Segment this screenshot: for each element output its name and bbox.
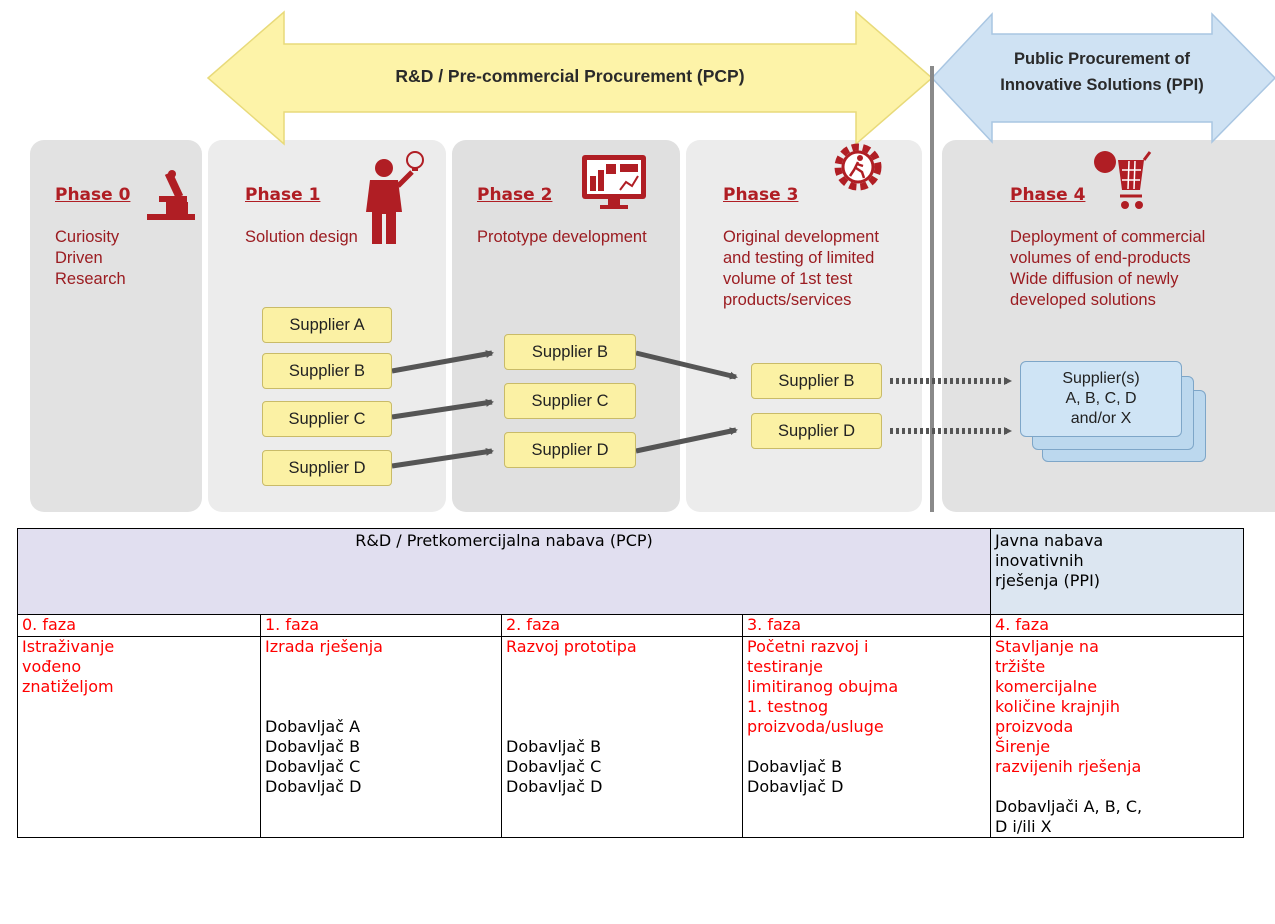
desc-line: products/services (723, 291, 852, 309)
cell-supplier-line: Dobavljač D (265, 777, 362, 796)
cell-red-line: testiranje (747, 657, 823, 676)
supplier-card-front: Supplier(s) A, B, C, D and/or X (1020, 361, 1182, 437)
cell-supplier-line: Dobavljač B (265, 737, 361, 756)
desc-line: developed solutions (1010, 291, 1156, 309)
faza-2: 2. faza (501, 614, 743, 637)
cell-supplier-line: Dobavljač D (747, 777, 844, 796)
flow-arrow-b2-b3 (635, 350, 738, 380)
cell-red-line: komercijalne (995, 677, 1098, 696)
card-line: Supplier(s) (1062, 370, 1140, 387)
card-line: A, B, C, D (1065, 390, 1137, 407)
phase-0-desc: Curiosity Driven Research (55, 227, 126, 290)
phase1-supplier-a: Supplier A (262, 307, 392, 343)
phase-3-desc: Original development and testing of limi… (723, 227, 879, 311)
phase3-supplier-d: Supplier D (751, 413, 882, 449)
flow-arrow-c1-c2 (391, 398, 494, 420)
phase1-supplier-d: Supplier D (262, 450, 392, 486)
cell-red-line: Širenje (995, 737, 1051, 756)
cell-red-line: Stavljanje na (995, 637, 1099, 656)
cell-red-line: Izrada rješenja (265, 637, 383, 656)
phase-1-desc: Solution design (245, 227, 358, 248)
desc-line: Driven (55, 249, 103, 267)
cell-red-line: količine krajnjih (995, 697, 1120, 716)
phase2-supplier-b: Supplier B (504, 334, 636, 370)
cell-red-line: limitiranog obujma (747, 677, 899, 696)
desc-line: Solution design (245, 228, 358, 246)
desc-line: Wide diffusion of newly (1010, 270, 1179, 288)
table-header-ppi: Javna nabava inovativnih rješenja (PPI) (990, 528, 1245, 615)
phase-2-desc: Prototype development (477, 227, 647, 248)
faza-4-cell: Stavljanje na tržište komercijalne količ… (990, 636, 1245, 838)
phase-1-title: Phase 1 (245, 185, 321, 205)
phase2-supplier-d: Supplier D (504, 432, 636, 468)
phase-2-title: Phase 2 (477, 185, 553, 205)
cell-red-line: proizvoda (995, 717, 1074, 736)
cell-supplier-line: Dobavljači A, B, C, (995, 797, 1143, 816)
desc-line: and testing of limited (723, 249, 875, 267)
cell-supplier-line: Dobavljač C (506, 757, 602, 776)
phase-translation-table: R&D / Pretkomercijalna nabava (PCP) Javn… (16, 528, 1245, 838)
procurement-phases-diagram: R&D / Pre-commercial Procurement (PCP) P… (30, 10, 1275, 512)
cell-supplier-line: Dobavljač A (265, 717, 361, 736)
cell-supplier-line: D i/ili X (995, 817, 1052, 836)
cell-red-line: vođeno (22, 657, 82, 676)
microscope-icon (147, 170, 195, 220)
cell-supplier-line: Dobavljač D (506, 777, 603, 796)
cell-red-line: Početni razvoj i (747, 637, 869, 656)
cell-red-line: razvijenih rješenja (995, 757, 1142, 776)
flow-arrow-d2-d3 (635, 427, 738, 454)
ppi-label-line: Public Procurement of (1013, 50, 1191, 68)
faza-0-cell: Istraživanje vođeno znatiželjom (17, 636, 261, 838)
cell-red-line: proizvoda/usluge (747, 717, 884, 736)
card-line: and/or X (1070, 410, 1132, 427)
faza-3: 3. faza (741, 614, 992, 637)
cell-red-line: 1. testnog (747, 697, 829, 716)
cell-red-line: tržište (995, 657, 1046, 676)
phase-3-panel (686, 140, 922, 512)
phase-4-title: Phase 4 (1010, 185, 1086, 205)
cell-supplier-line: Dobavljač C (265, 757, 361, 776)
diagram-graphics (147, 10, 1275, 512)
phase1-supplier-b: Supplier B (262, 353, 392, 389)
flow-arrow-b1-b2 (391, 350, 494, 374)
monitor-chart-icon (582, 155, 646, 209)
phase3-supplier-b: Supplier B (751, 363, 882, 399)
cell-supplier-line: Dobavljač B (747, 757, 843, 776)
pcp-arrow-label: R&D / Pre-commercial Procurement (PCP) (395, 66, 745, 86)
desc-line: Research (55, 270, 126, 288)
ppi-arrow-label: Public Procurement of Innovative Solutio… (990, 46, 1214, 98)
faza-3-cell: Početni razvoj i testiranje limitiranog … (741, 636, 992, 838)
faza-1: 1. faza (260, 614, 502, 637)
phase-3-title: Phase 3 (723, 185, 799, 205)
phase-4-desc: Deployment of commercial volumes of end-… (1010, 227, 1205, 311)
flow-arrow-d1-d2 (391, 447, 494, 469)
cell-red-line: Istraživanje (22, 637, 115, 656)
header-line: inovativnih (995, 551, 1084, 570)
gear-person-icon (834, 143, 882, 191)
desc-line: Prototype development (477, 228, 647, 246)
phase-0-title: Phase 0 (55, 185, 131, 205)
faza-2-cell: Razvoj prototipa Dobavljač B Dobavljač C… (501, 636, 743, 838)
desc-line: volume of 1st test (723, 270, 853, 288)
cell-red-line: znatiželjom (22, 677, 114, 696)
shopping-cart-icon (1094, 151, 1152, 209)
phase1-supplier-c: Supplier C (262, 401, 392, 437)
person-idea-icon (366, 151, 424, 244)
cell-supplier-line: Dobavljač B (506, 737, 602, 756)
desc-line: Deployment of commercial (1010, 228, 1206, 246)
cell-red-line: Razvoj prototipa (506, 637, 637, 656)
ppi-label-line: Innovative Solutions (PPI) (1000, 76, 1204, 94)
faza-1-cell: Izrada rješenja Dobavljač A Dobavljač B … (260, 636, 502, 838)
faza-0: 0. faza (17, 614, 261, 637)
faza-4: 4. faza (990, 614, 1245, 637)
ppi-arrow (930, 12, 1275, 144)
phase2-supplier-c: Supplier C (504, 383, 636, 419)
desc-line: Original development (723, 228, 879, 246)
header-line: Javna nabava (995, 531, 1104, 550)
table-header-pcp: R&D / Pretkomercijalna nabava (PCP) (16, 528, 992, 615)
desc-line: Curiosity (55, 228, 120, 246)
desc-line: volumes of end-products (1010, 249, 1191, 267)
header-line: rješenja (PPI) (995, 571, 1101, 590)
